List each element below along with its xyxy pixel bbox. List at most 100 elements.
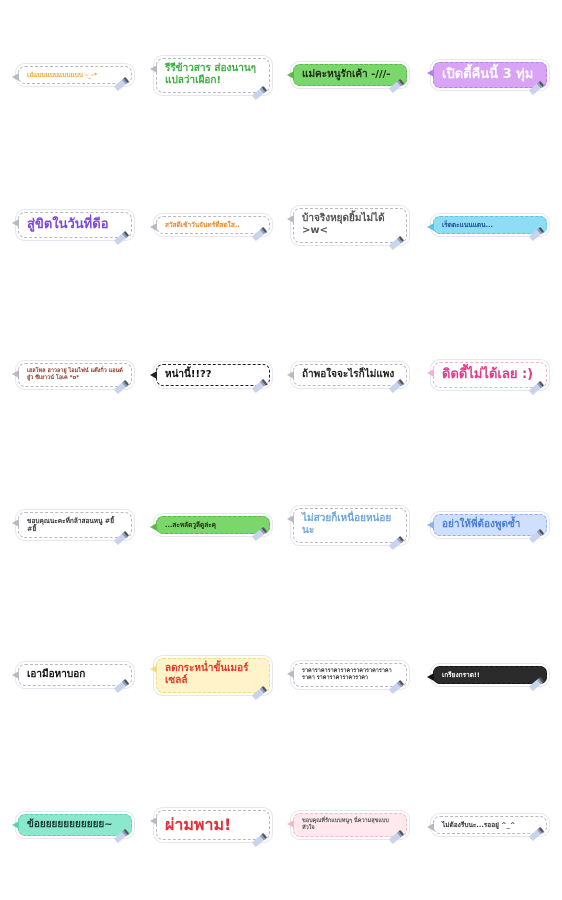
pencil-icon <box>388 379 405 394</box>
bubble-tail-icon <box>287 820 294 829</box>
sticker-text: ไม่ต้องรีบนะ...รออยู่ ^_^ <box>442 820 516 829</box>
sticker-text: เกรียงกราด!! <box>442 670 480 679</box>
sticker-cell[interactable]: หน่านี้!!?? <box>143 300 283 450</box>
sticker-cell[interactable]: เฮลโหล ฮาวอายู่ ไอมไฟน์ แต๊งกิ่ว แอนด์ยู… <box>5 300 145 450</box>
sticker-text: เฮลโหล ฮาวอายู่ ไอมไฟน์ แต๊งกิ่ว แอนด์ยู… <box>27 368 123 381</box>
sticker-text: เปิดตี้คืนนี้ 3 ทุ่ม <box>442 66 534 82</box>
sticker-text: ราคาราคาราคาราคาราคาราคาราคาราคา ราคาราค… <box>302 668 392 681</box>
sticker-text: เร็ดตะแนนแตน... <box>442 220 493 229</box>
sticker-text: รีรีข้าวสาร ส่องนานๆ แปลว่าเผือก! <box>165 62 257 87</box>
sticker-text: สู่ขิตในวันที่ดีอ <box>27 216 109 232</box>
sticker-text: เอามือหาบอก <box>27 668 86 680</box>
sticker-cell[interactable]: อย่าให้พี่ต้องพูดซ้ำ <box>420 450 560 600</box>
sticker-text: ผ่ามพาม! <box>165 815 232 834</box>
speech-bubble: เกรียงกราด!! <box>427 665 547 692</box>
pencil-icon <box>113 531 130 546</box>
bubble-tail-icon <box>427 520 434 529</box>
sticker-text: บ้าจริงหยุดยิ้มไม่ได้ >w< <box>302 212 385 237</box>
speech-bubble: รีรีข้าวสาร ส่องนานๆ แปลว่าเผือก! <box>150 57 270 100</box>
sticker-cell[interactable]: สวัสดีเช้าวันจันทร์ที่สดใส.. <box>143 150 283 300</box>
pencil-icon <box>113 829 130 844</box>
speech-bubble: ขอบคุณนะคะที่กล้าสอนหนู #ยิ้ #ยิ้ <box>12 511 132 546</box>
speech-bubble: ...สะหลัดวูลีดูล่ะคุ <box>150 515 270 542</box>
pencil-icon <box>528 381 545 396</box>
speech-bubble: ข้อยยยยยยยยยยย~ <box>12 813 132 844</box>
sticker-text: เอ๋แบบแบบแบบแบบ -_-* <box>27 70 98 79</box>
bubble-tail-icon <box>150 64 157 73</box>
sticker-cell[interactable]: บ้าจริงหยุดยิ้มไม่ได้ >w< <box>280 150 420 300</box>
speech-bubble: เอามือหาบอก <box>12 663 132 694</box>
sticker-cell[interactable]: ผ่ามพาม! <box>143 750 283 900</box>
sticker-cell[interactable]: เร็ดตะแนนแตน... <box>420 150 560 300</box>
sticker-cell[interactable]: ราคาราคาราคาราคาราคาราคาราคาราคา ราคาราค… <box>280 600 420 750</box>
speech-bubble: เอ๋แบบแบบแบบแบบ -_-* <box>12 65 132 92</box>
sticker-text: ลดกระหน่ำขั้นเมอร์เซลล์ <box>165 662 249 687</box>
bubble-tail-icon <box>150 370 157 379</box>
pencil-icon <box>251 526 268 542</box>
speech-bubble: บ้าจริงหยุดยิ้มไม่ได้ >w< <box>287 207 407 250</box>
bubble-tail-icon <box>287 214 294 223</box>
bubble-tail-icon <box>12 72 19 81</box>
pencil-icon <box>528 529 545 544</box>
sticker-text: ข้อยยยยยยยยยยย~ <box>27 818 113 830</box>
speech-bubble: ลดกระหน่ำขั้นเมอร์เซลล์ <box>150 657 270 700</box>
sticker-cell[interactable]: ข้อยยยยยยยยยยย~ <box>5 750 145 900</box>
sticker-text: ไม่สวยก็เหนื่อยหน่อยนะ <box>302 512 392 537</box>
speech-bubble: สู่ขิตในวันที่ดีอ <box>12 211 132 246</box>
bubble-tail-icon <box>12 518 19 527</box>
bubble-tail-icon <box>150 222 157 231</box>
speech-bubble: แม่คะหนูรักเค้า -///- <box>287 63 407 94</box>
pencil-icon <box>113 231 130 246</box>
sticker-cell[interactable]: เกรียงกราด!! <box>420 600 560 750</box>
sticker-text: ดิดดี้ไม่ได้เลย :) <box>442 366 534 382</box>
speech-bubble: อย่าให้พี่ต้องพูดซ้ำ <box>427 513 547 544</box>
pencil-icon <box>113 379 130 394</box>
sticker-cell[interactable]: รีรีข้าวสาร ส่องนานๆ แปลว่าเผือก! <box>143 0 283 150</box>
bubble-tail-icon <box>427 222 434 231</box>
speech-bubble: เร็ดตะแนนแตน... <box>427 215 547 242</box>
speech-bubble: สวัสดีเช้าวันจันทร์ที่สดใส.. <box>150 215 270 242</box>
sticker-cell[interactable]: ไม่สวยก็เหนื่อยหน่อยนะ <box>280 450 420 600</box>
bubble-tail-icon <box>427 368 434 377</box>
pencil-icon <box>388 679 405 694</box>
bubble-tail-icon <box>287 370 294 379</box>
sticker-cell[interactable]: ...สะหลัดวูลีดูล่ะคุ <box>143 450 283 600</box>
bubble-tail-icon <box>427 68 434 77</box>
sticker-cell[interactable]: ไม่ต้องรีบนะ...รออยู่ ^_^ <box>420 750 560 900</box>
sticker-cell[interactable]: ถ้าพอใจจะไรก็ไม่แพง <box>280 300 420 450</box>
sticker-text: ถ้าพอใจจะไรก็ไม่แพง <box>302 368 395 380</box>
speech-bubble: ไม่สวยก็เหนื่อยหน่อยนะ <box>287 507 407 550</box>
bubble-tail-icon <box>427 672 434 681</box>
bubble-tail-icon <box>12 820 19 829</box>
pencil-icon <box>113 76 130 92</box>
pencil-icon <box>388 235 405 250</box>
sticker-cell[interactable]: เปิดตี้คืนนี้ 3 ทุ่ม <box>420 0 560 150</box>
pencil-icon <box>528 226 545 242</box>
sticker-cell[interactable]: ดิดดี้ไม่ได้เลย :) <box>420 300 560 450</box>
sticker-cell[interactable]: แม่คะหนูรักเค้า -///- <box>280 0 420 150</box>
pencil-icon <box>528 81 545 96</box>
pencil-icon <box>528 676 545 692</box>
sticker-text: ...สะหลัดวูลีดูล่ะคุ <box>165 520 217 529</box>
sticker-cell[interactable]: เอ๋แบบแบบแบบแบบ -_-* <box>5 0 145 150</box>
sticker-text: แม่คะหนูรักเค้า -///- <box>302 68 391 80</box>
speech-bubble: ผ่ามพาม! <box>150 810 270 848</box>
sticker-cell[interactable]: ลดกระหน่ำขั้นเมอร์เซลล์ <box>143 600 283 750</box>
bubble-tail-icon <box>12 670 19 679</box>
speech-bubble: ดิดดี้ไม่ได้เลย :) <box>427 361 547 396</box>
sticker-text: สวัสดีเช้าวันจันทร์ที่สดใส.. <box>165 220 240 229</box>
speech-bubble: เฮลโหล ฮาวอายู่ ไอมไฟน์ แต๊งกิ่ว แอนด์ยู… <box>12 363 132 394</box>
bubble-tail-icon <box>12 218 19 227</box>
bubble-tail-icon <box>287 514 294 523</box>
sticker-cell[interactable]: ขอบคุณที่รักแบบหนูๆ นี่ความสุขแบบหัวใจ <box>280 750 420 900</box>
speech-bubble: เปิดตี้คืนนี้ 3 ทุ่ม <box>427 61 547 96</box>
bubble-tail-icon <box>427 822 434 831</box>
speech-bubble: ราคาราคาราคาราคาราคาราคาราคาราคา ราคาราค… <box>287 663 407 694</box>
sticker-cell[interactable]: เอามือหาบอก <box>5 600 145 750</box>
sticker-text: ขอบคุณที่รักแบบหนูๆ นี่ความสุขแบบหัวใจ <box>302 818 389 831</box>
bubble-tail-icon <box>150 522 157 531</box>
sticker-cell[interactable]: สู่ขิตในวันที่ดีอ <box>5 150 145 300</box>
pencil-icon <box>528 826 545 842</box>
sticker-cell[interactable]: ขอบคุณนะคะที่กล้าสอนหนู #ยิ้ #ยิ้ <box>5 450 145 600</box>
